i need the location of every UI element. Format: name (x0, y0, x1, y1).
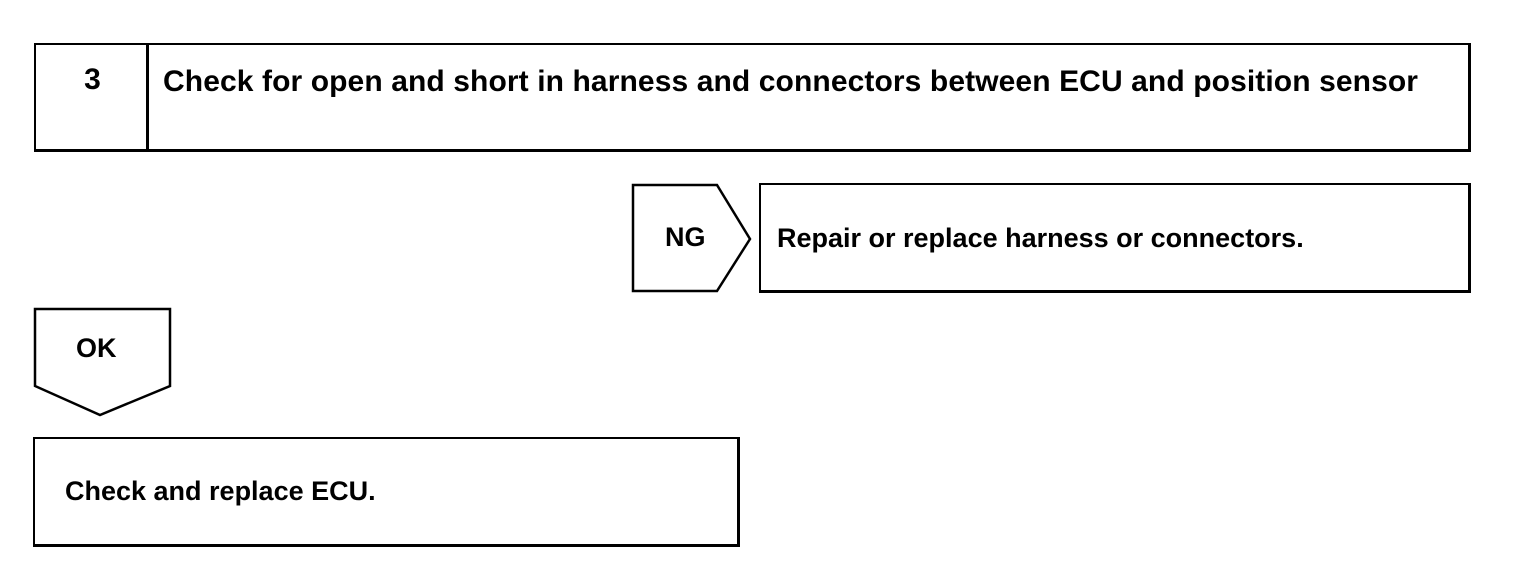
ok-action-box: Check and replace ECU. (33, 437, 740, 547)
ok-arrow-shape (33, 307, 172, 417)
step-box: 3 Check for open and short in harness an… (34, 43, 1471, 152)
ng-label: NG (665, 222, 706, 252)
step-title: Check for open and short in harness and … (163, 65, 1419, 98)
step-number-cell: 3 (36, 45, 149, 149)
ng-action-box: Repair or replace harness or connectors. (759, 183, 1471, 293)
ok-label: OK (76, 333, 117, 363)
ok-action-text: Check and replace ECU. (65, 476, 376, 506)
ng-arrow-shape (631, 183, 752, 293)
ng-action-text: Repair or replace harness or connectors. (777, 223, 1304, 253)
step-number: 3 (84, 63, 101, 96)
